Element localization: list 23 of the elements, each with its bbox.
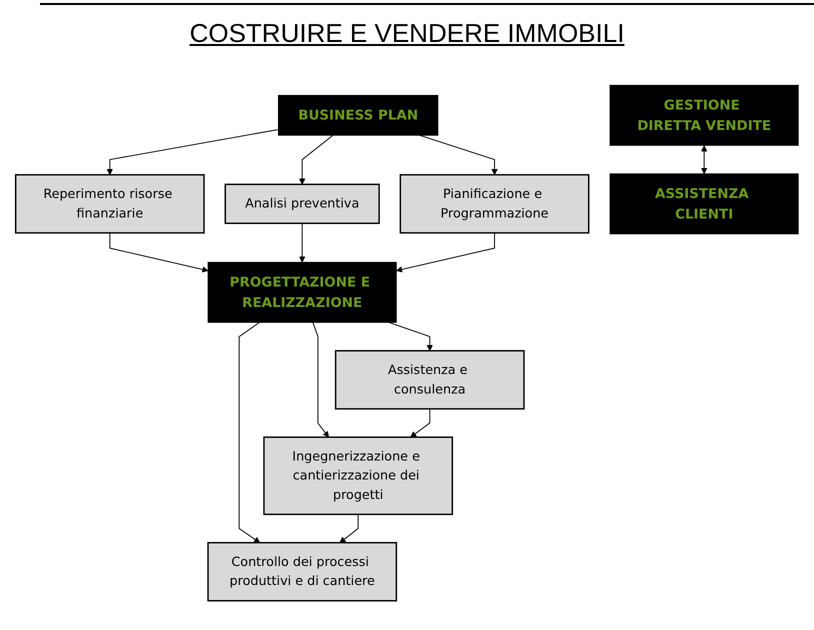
node-box: ASSISTENZA CLIENTI <box>610 173 799 234</box>
arrow <box>312 322 329 438</box>
node-box: Assistenza e consulenza <box>334 350 525 410</box>
node-box: PROGETTAZIONE E REALIZZAZIONE <box>208 262 397 323</box>
arrow <box>388 322 433 352</box>
node-box: Pianificazione e Programmazione <box>400 174 590 234</box>
arrow <box>299 134 334 185</box>
arrow <box>299 222 306 263</box>
node-box: Reperimento risorse finanziarie <box>14 174 205 234</box>
arrow <box>340 514 359 543</box>
node-box: Ingegnerizzazione e cantierizzazione dei progetti <box>263 436 454 516</box>
arrow <box>410 408 430 438</box>
arrow <box>106 129 279 176</box>
node-box: Controllo dei processi produttivi e di cantiere <box>207 542 398 602</box>
arrow <box>109 232 208 272</box>
diagram-title: COSTRUIRE E VENDERE IMMOBILI <box>190 18 624 48</box>
arrow <box>701 145 708 174</box>
node-box: Analisi preventiva <box>224 184 380 224</box>
arrow <box>238 322 260 543</box>
node-box: GESTIONE DIRETTA VENDITE <box>610 84 799 146</box>
arrow <box>396 232 495 272</box>
node-box: BUSINESS PLAN <box>278 94 438 136</box>
arrow <box>419 134 498 176</box>
